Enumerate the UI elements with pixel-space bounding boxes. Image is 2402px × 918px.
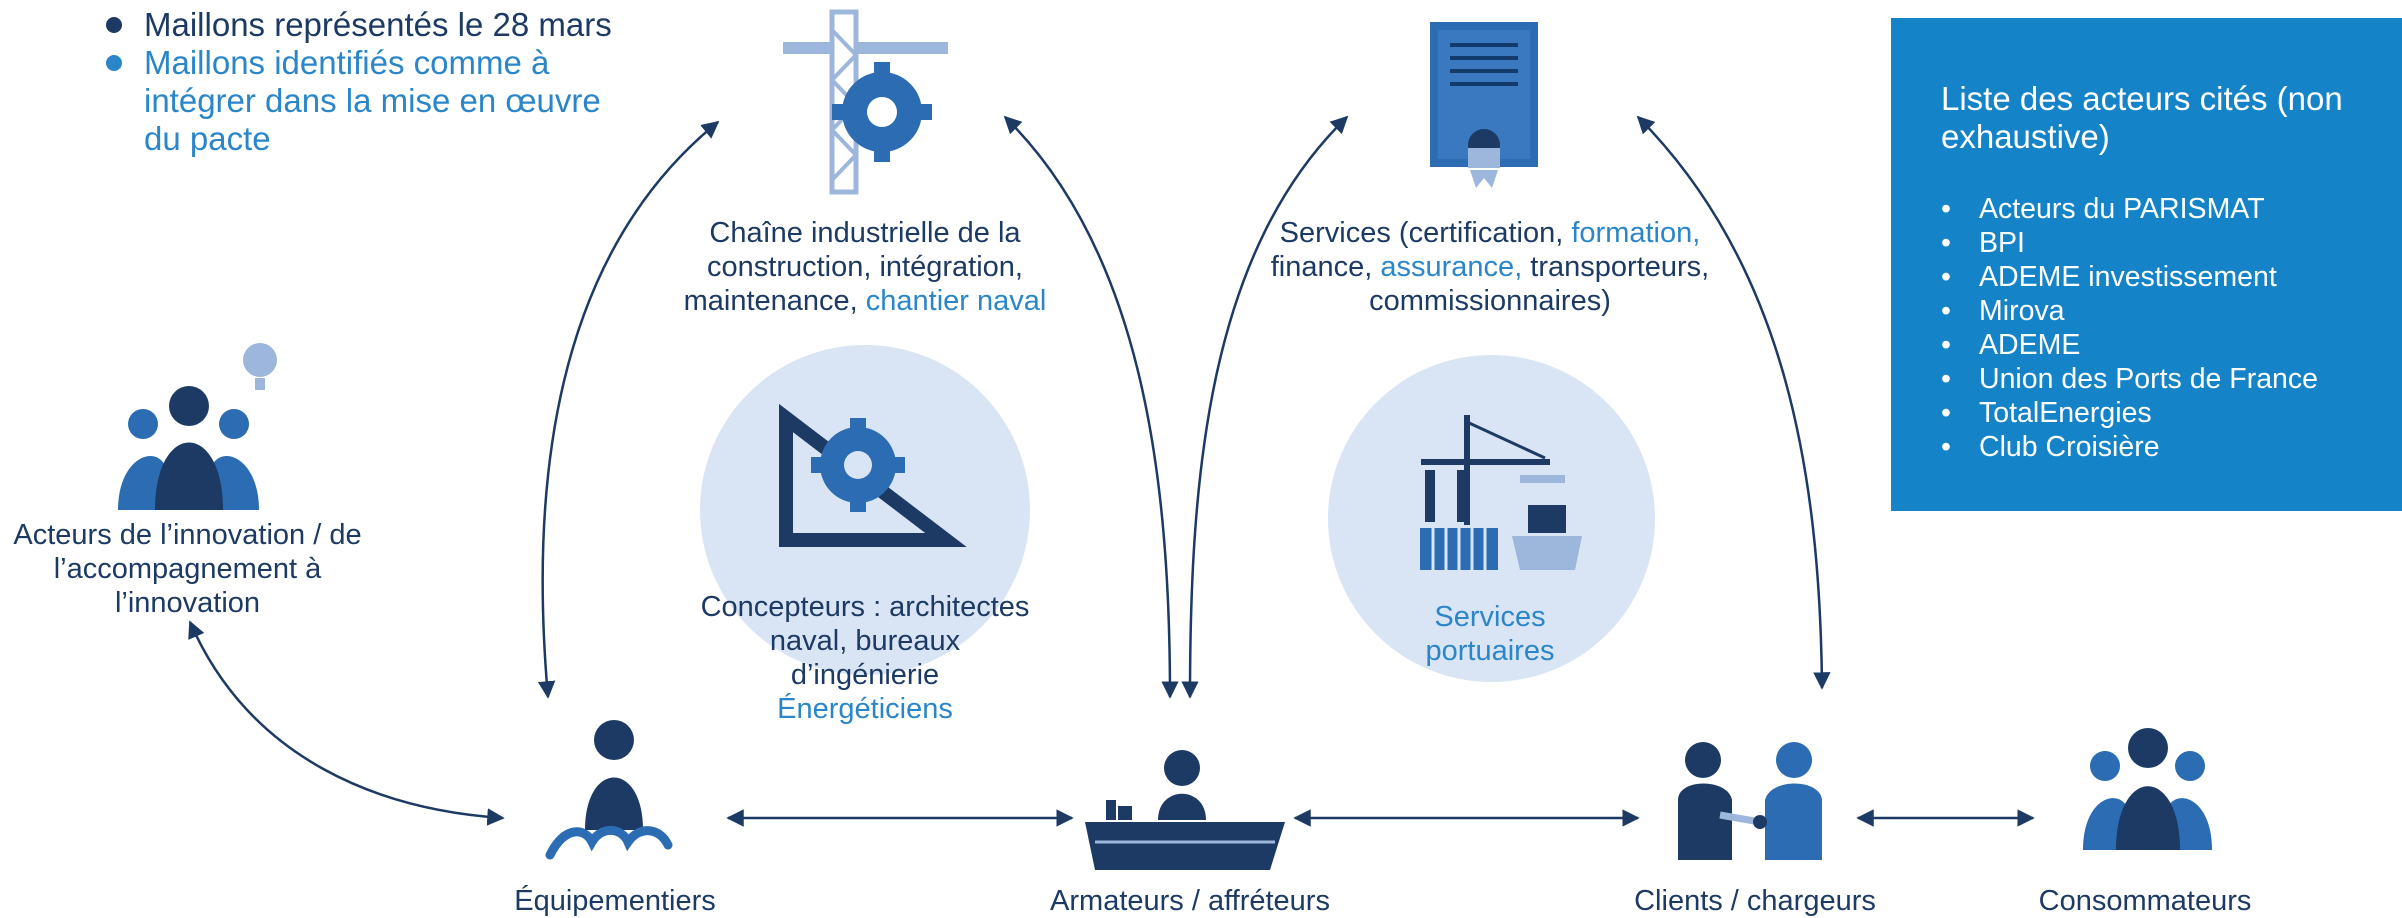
list-item: •ADEME investissement (1941, 261, 2277, 293)
list-item: •Club Croisière (1941, 431, 2160, 463)
handshake-icon (1678, 742, 1822, 860)
equipment-label: Équipementiers (514, 885, 716, 917)
industrial-label: Chaîne industrielle de la construction, … (683, 217, 1047, 317)
legend-item-identified: Maillons identifiés comme à intégrer dan… (106, 44, 666, 158)
legend-label: Maillons identifiés comme à intégrer dan… (144, 44, 601, 157)
certificate-icon (1430, 22, 1538, 188)
shipowners-label: Armateurs / affréteurs (1050, 885, 1330, 917)
list-item: •TotalEnergies (1941, 397, 2152, 429)
crane-gear-icon (783, 9, 948, 195)
arrow-services-clients (1636, 115, 1831, 690)
legend: Maillons représentés le 28 mars Maillons… (106, 6, 666, 158)
innovation-label: Acteurs de l’innovation / de l’accompagn… (13, 519, 362, 619)
list-item: •ADEME (1941, 329, 2081, 361)
port-circle (1328, 355, 1655, 682)
arrow-services-shipowners (1181, 115, 1349, 699)
dark-dot-icon (106, 17, 122, 33)
clients-label: Clients / chargeurs (1634, 885, 1876, 917)
person-waves-icon (545, 720, 673, 860)
group-icon (2083, 728, 2212, 850)
list-item: •Mirova (1941, 295, 2065, 327)
group-lightbulb-icon (118, 343, 277, 510)
panel-title: Liste des acteurs cités (non exhaustive) (1941, 80, 2343, 155)
designers-label: Concepteurs : architectes naval, bureaux… (700, 591, 1030, 725)
port-crane-ship-icon (1420, 415, 1582, 570)
actors-panel: Liste des acteurs cités (non exhaustive)… (1891, 18, 2402, 511)
arrow-equipment-industrial (537, 120, 720, 699)
arrow-industrial-shipowners (1003, 115, 1179, 699)
legend-item-represented: Maillons représentés le 28 mars (106, 6, 666, 44)
port-label: Services portuaires (1425, 601, 1555, 667)
ship-captain-icon (1085, 750, 1285, 870)
arrow-innovation-equipment (188, 620, 505, 826)
legend-label: Maillons représentés le 28 mars (144, 6, 612, 43)
list-item: •Union des Ports de France (1941, 363, 2319, 395)
light-dot-icon (106, 55, 122, 71)
actors-list: •Acteurs du PARISMAT •BPI •ADEME investi… (1941, 192, 2318, 464)
list-item: •Acteurs du PARISMAT (1941, 193, 2265, 225)
list-item: •BPI (1941, 227, 2025, 259)
ruler-gear-icon (779, 403, 967, 547)
consumers-label: Consommateurs (2038, 885, 2252, 917)
services-label: Services (certification, formation, fina… (1270, 217, 1710, 317)
